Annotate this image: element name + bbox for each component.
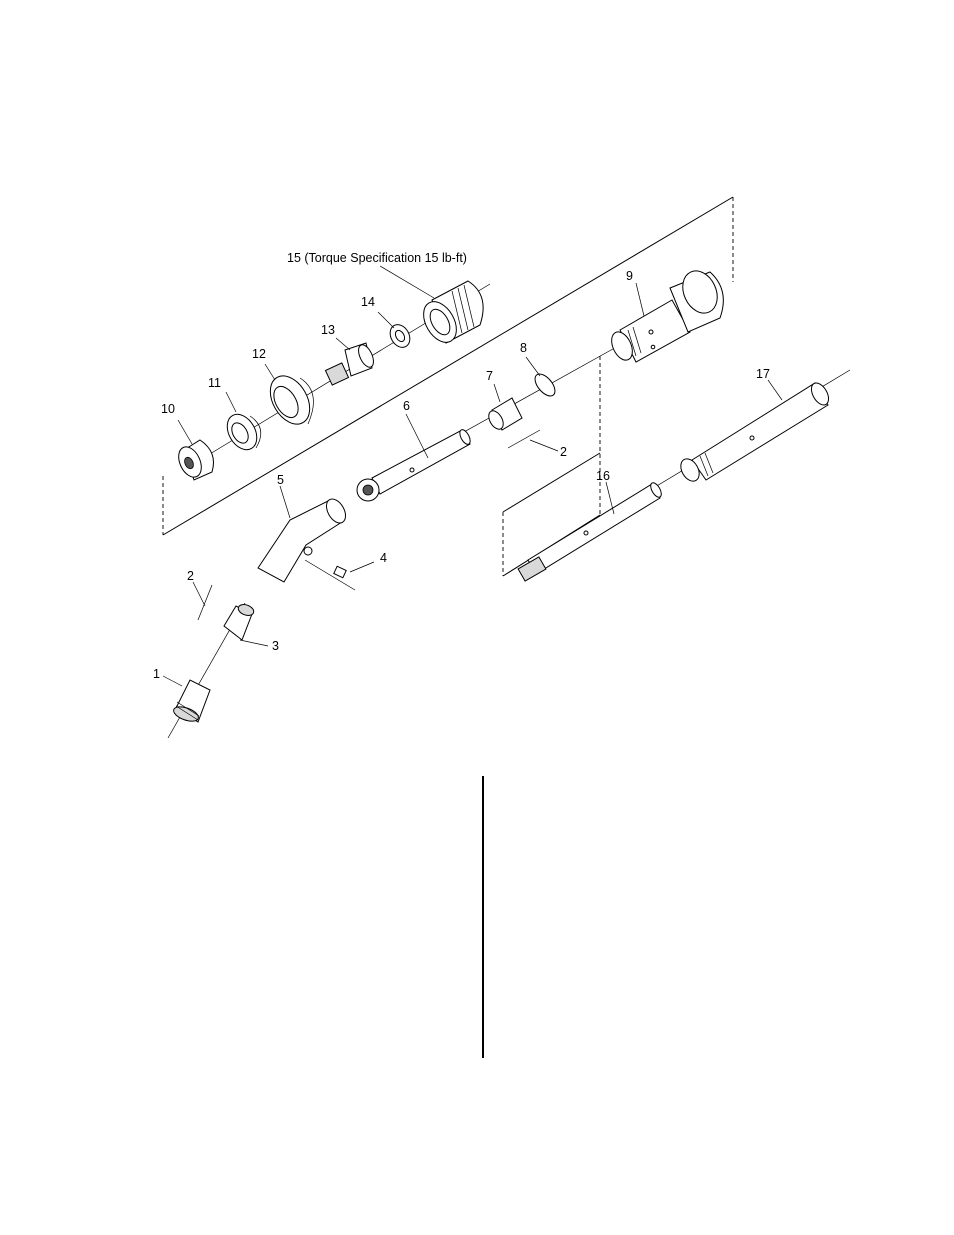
part-17-extension-tube (680, 382, 830, 482)
part-7-sleeve (488, 397, 523, 431)
center-axis-lines (167, 283, 851, 739)
callout-8: 8 (520, 341, 527, 355)
callout-2-upper: 2 (560, 445, 567, 459)
callout-15-torque: 15 (Torque Specification 15 lb-ft) (287, 251, 467, 265)
callout-4: 4 (380, 551, 387, 565)
callout-9: 9 (626, 269, 633, 283)
part-1-nose-cap (173, 679, 211, 723)
part-10-bearing (178, 439, 214, 481)
part-12-nut (269, 375, 314, 425)
callout-11: 11 (208, 376, 221, 390)
callout-10: 10 (161, 402, 175, 416)
part-6-spindle (356, 429, 471, 502)
leader-lines (162, 265, 783, 687)
callout-13: 13 (321, 323, 335, 337)
part-15-threaded-housing (423, 280, 484, 344)
callout-17: 17 (756, 367, 770, 381)
callout-14: 14 (361, 295, 375, 309)
assembly-frame-lines (162, 196, 734, 577)
callout-6: 6 (403, 399, 410, 413)
callout-2-lower: 2 (187, 569, 194, 583)
callout-labels: 1 2 2 3 4 5 6 7 8 9 10 11 12 13 14 15 (T… (153, 251, 770, 681)
part-9-motor-housing (611, 270, 724, 363)
callout-7: 7 (486, 369, 493, 383)
callout-16: 16 (596, 469, 610, 483)
callout-5: 5 (277, 473, 284, 487)
callout-3: 3 (272, 639, 279, 653)
part-4-set-screw (333, 565, 347, 579)
part-5-angle-head (257, 498, 346, 583)
part-3-collet (223, 604, 255, 641)
callout-12: 12 (252, 347, 266, 361)
callout-1: 1 (153, 667, 160, 681)
part-14-washer (389, 324, 411, 348)
part-8-o-ring (534, 373, 556, 397)
part-13-spline-shaft (324, 342, 374, 386)
part-11-bearing-ring (226, 413, 262, 451)
part-16-drive-shaft (517, 482, 662, 582)
